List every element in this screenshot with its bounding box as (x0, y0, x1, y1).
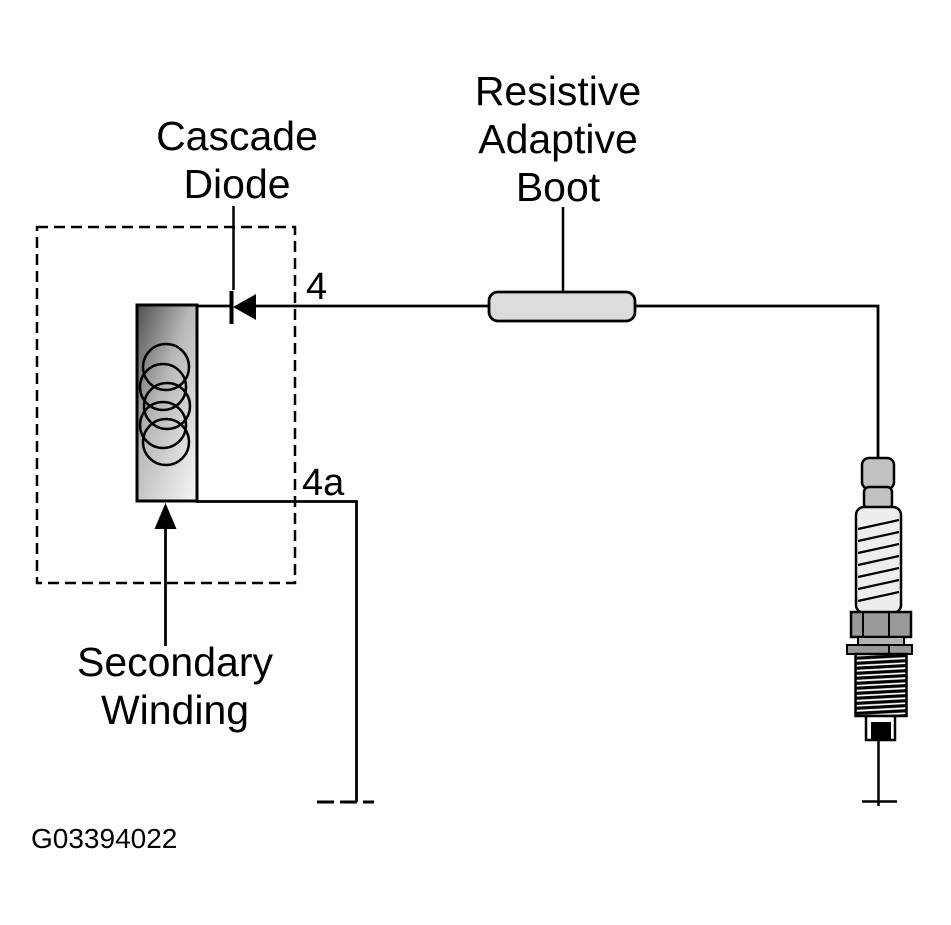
plug-insulator-ribs (857, 518, 900, 603)
plug-thread-section (854, 652, 908, 718)
coil-turn (138, 362, 188, 412)
plug-mounting-flange (846, 644, 913, 655)
coil-module-boundary-box (35, 225, 297, 585)
resistive-adaptive-boot-body (487, 290, 637, 323)
plug-terminal-neck (862, 485, 894, 511)
diode-triangle (233, 294, 256, 320)
coil-turn (142, 381, 192, 431)
spark-plug (846, 456, 913, 806)
secondary-winding-pointer-arrow (154, 503, 177, 646)
wire-4a-number-label: 4a (302, 462, 345, 504)
cascade-diode-symbol (229, 291, 256, 324)
wire-4-number-label: 4 (306, 266, 328, 308)
coil-turn (141, 417, 191, 467)
secondary-winding-label: Secondary Winding (76, 639, 273, 733)
resistive-adaptive-boot-label: Resistive Adaptive Boot (474, 68, 642, 210)
coil-turn (138, 400, 188, 450)
coil-turn (141, 342, 191, 392)
cascade-diode-label: Cascade Diode (156, 113, 318, 207)
plug-center-electrode-block (871, 722, 891, 740)
wire-4a-path (196, 500, 358, 802)
figure-id-code: G03394022 (31, 823, 178, 854)
plug-terminal-nut (860, 456, 896, 491)
plug-hex-nut (849, 610, 913, 639)
secondary-winding-coil (135, 303, 199, 503)
plug-gasket-band (857, 636, 905, 646)
arrow-head (154, 503, 177, 529)
wire-4-segment-boot-to-plug (635, 304, 880, 459)
